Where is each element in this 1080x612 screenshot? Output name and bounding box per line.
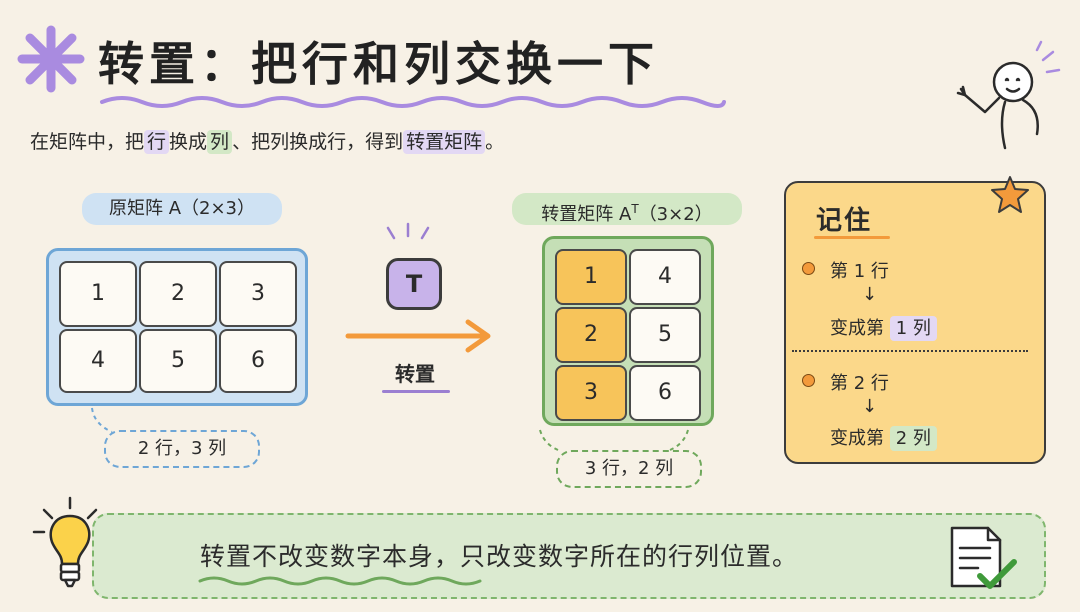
sparkle-icon [386, 222, 430, 240]
bottom-note-box [92, 513, 1046, 599]
subtitle: 在矩阵中，把行换成列、把列换成行，得到转置矩阵。 [30, 127, 504, 154]
subtitle-part-3: 、把列换成行，得到 [232, 131, 404, 153]
matrix-a: 1 2 3 4 5 6 [46, 248, 308, 406]
star-burst-icon [17, 25, 85, 93]
remember-item1-prefix: 变成第 [830, 318, 884, 339]
matrix-at-cell: 6 [629, 365, 701, 421]
subtitle-part-2: 换成 [169, 131, 208, 153]
transpose-badge: T [386, 258, 442, 310]
matrix-a-cell: 3 [219, 261, 297, 327]
matrix-at-label-sup: T [631, 202, 639, 216]
title-underline [100, 96, 726, 108]
arrow-down-icon: ↓ [862, 284, 878, 305]
lightbulb-icon [32, 496, 98, 588]
bottom-note-underline [198, 576, 482, 586]
matrix-a-cell: 4 [59, 329, 137, 393]
remember-item1-tag: 1 列 [889, 316, 937, 341]
card-divider [792, 350, 1028, 352]
arrow-down-icon: ↓ [862, 396, 878, 417]
transpose-label-underline [382, 390, 450, 393]
matrix-a-cell: 5 [139, 329, 217, 393]
page-title: 转置：把行和列交换一下 [98, 37, 659, 91]
remember-item2-tag: 2 列 [889, 426, 937, 451]
waving-person-icon [956, 40, 1061, 150]
subtitle-part-1: 在矩阵中，把 [30, 131, 145, 153]
bullet-dot [802, 262, 815, 275]
transpose-label: 转置 [395, 362, 435, 386]
matrix-a-cell: 1 [59, 261, 137, 327]
connector-line [91, 407, 113, 433]
matrix-a-cell: 2 [139, 261, 217, 327]
matrix-at-cell: 5 [629, 307, 701, 363]
matrix-a-label: 原矩阵 A（2×3） [82, 193, 282, 225]
matrix-at-cell-highlight: 3 [555, 365, 627, 421]
matrix-at-cell-highlight: 2 [555, 307, 627, 363]
remember-item1-bottom: 变成第 1 列 [830, 314, 937, 341]
star-icon [991, 176, 1029, 213]
subtitle-highlight-col: 列 [207, 130, 233, 154]
remember-title: 记住 [816, 206, 873, 236]
matrix-at-cell-highlight: 1 [555, 249, 627, 305]
bottom-note: 转置不改变数字本身，只改变数字所在的行列位置。 [200, 542, 799, 571]
remember-item2-prefix: 变成第 [830, 428, 884, 449]
remember-title-underline [814, 236, 890, 239]
matrix-a-cell: 6 [219, 329, 297, 393]
matrix-at: 1 4 2 5 3 6 [542, 236, 714, 426]
connector-line [539, 429, 689, 451]
matrix-at-cell: 4 [629, 249, 701, 305]
remember-item2-bottom: 变成第 2 列 [830, 424, 937, 451]
matrix-at-shape: 3 行，2 列 [556, 450, 702, 488]
matrix-a-shape: 2 行，3 列 [104, 430, 260, 468]
remember-item2-top: 第 2 行 [830, 373, 889, 394]
bullet-dot [802, 374, 815, 387]
matrix-at-label-suffix: （3×2） [638, 204, 713, 225]
matrix-at-label-prefix: 转置矩阵 A [541, 204, 632, 225]
matrix-at-label: 转置矩阵 AT（3×2） [512, 193, 742, 225]
remember-item1-top: 第 1 行 [830, 261, 889, 282]
checklist-document-icon [950, 526, 1017, 589]
subtitle-highlight-row: 行 [144, 130, 170, 154]
subtitle-highlight-transpose: 转置矩阵 [403, 130, 486, 154]
subtitle-part-4: 。 [485, 131, 505, 153]
transpose-arrow [345, 319, 491, 353]
